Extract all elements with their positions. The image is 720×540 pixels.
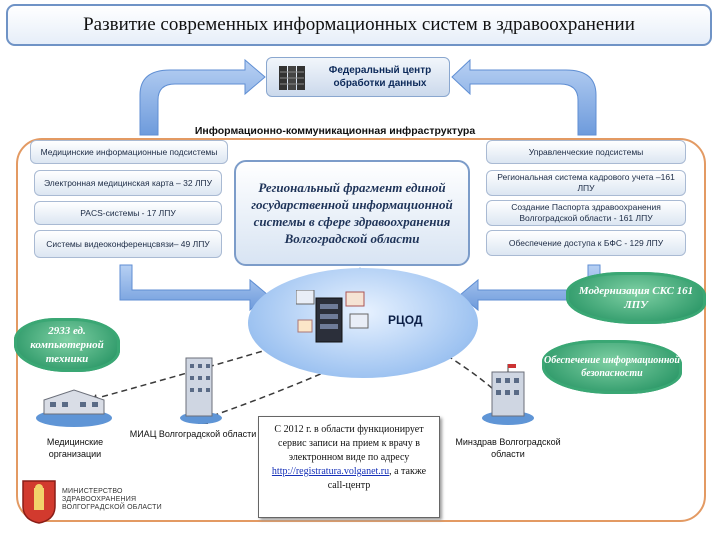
minzdrav-building-icon: [482, 364, 534, 425]
right-item-hr: Региональная система кадрового учета –16…: [486, 170, 686, 196]
volgograd-coat-of-arms-logo: [22, 480, 56, 524]
ministry-line-1: МИНИСТЕРСТВО: [62, 488, 123, 495]
right-item-hr-text: Региональная система кадрового учета –16…: [497, 172, 675, 193]
arrow-left-in: [119, 264, 269, 312]
left-item-vks-text: Системы видеоконференцсвязи– 49 ЛПУ: [46, 238, 210, 249]
left-item-pacs-text: PACS-системы - 17 ЛПУ: [80, 207, 176, 218]
arrow-left-up: [139, 58, 266, 136]
server-icon: [279, 66, 305, 90]
mgmt-subsystems-header-text: Управленческие подсистемы: [528, 146, 644, 157]
ministry-caption: МИНИСТЕРСТВО ЗДРАВООХРАНЕНИЯ ВОЛГОГРАДСК…: [62, 488, 162, 512]
node-miac-label: МИАЦ Волгоградской области: [129, 429, 257, 439]
page-title-text: Развитие современных информационных сист…: [83, 14, 635, 35]
hospital-building-icon: [36, 389, 112, 427]
ministry-line-3: ВОЛГОГРАДСКОЙ ОБЛАСТИ: [62, 504, 162, 511]
page-title: Развитие современных информационных сист…: [6, 4, 712, 46]
node-med-orgs-label: Медицинские организации: [46, 437, 104, 459]
registratura-link[interactable]: http://registratura.volganet.ru: [271, 466, 390, 477]
med-subsystems-header-text: Медицинские информационные подсистемы: [40, 146, 218, 157]
infrastructure-label: Информационно-коммуникационная инфрастру…: [170, 125, 500, 137]
arrow-right-down: [451, 58, 597, 136]
right-item-bfs-text: Обеспечение доступа к БФС - 129 ЛПУ: [508, 237, 664, 248]
cloud-security-text: Обеспечение информационной безопасности: [544, 355, 680, 379]
right-item-bfs: Обеспечение доступа к БФС - 129 ЛПУ: [486, 230, 686, 256]
med-subsystems-header: Медицинские информационные подсистемы: [30, 140, 228, 164]
ministry-line-2: ЗДРАВООХРАНЕНИЯ: [62, 496, 137, 503]
left-item-emr: Электронная медицинская карта – 32 ЛПУ: [34, 170, 222, 196]
note-tail: , а также call-центр: [327, 466, 427, 491]
cloud-modernization-text: Модернизация СКС 161 ЛПУ: [578, 285, 694, 311]
right-item-passport-text: Создание Паспорта здравоохранения Волгог…: [511, 202, 661, 223]
left-item-pacs: PACS-системы - 17 ЛПУ: [34, 201, 222, 225]
data-center-equipment-icon: [296, 290, 369, 343]
mgmt-subsystems-header: Управленческие подсистемы: [486, 140, 686, 164]
federal-center-label: Федеральный центр обработки данных: [328, 65, 432, 89]
miac-building-icon: [180, 357, 222, 424]
rcod-label: РЦОД: [388, 313, 423, 327]
regional-fragment-text: Региональный фрагмент единой государстве…: [251, 180, 453, 246]
node-minzdrav-label: Минздрав Волгоградской области: [455, 437, 561, 459]
cloud-computers: 2933 ед. компьютерной техники: [14, 318, 120, 372]
cloud-computers-text: 2933 ед. компьютерной техники: [30, 325, 104, 365]
cloud-modernization: Модернизация СКС 161 ЛПУ: [566, 272, 706, 324]
note-text: С 2012 г. в области функционирует сервис…: [274, 424, 424, 463]
regional-fragment-box: Региональный фрагмент единой государстве…: [234, 160, 470, 266]
right-item-passport: Создание Паспорта здравоохранения Волгог…: [486, 200, 686, 226]
federal-data-center-box: Федеральный центр обработки данных: [266, 57, 450, 97]
left-item-emr-text: Электронная медицинская карта – 32 ЛПУ: [43, 177, 213, 188]
registration-note: С 2012 г. в области функционирует сервис…: [258, 416, 440, 518]
cloud-security: Обеспечение информационной безопасности: [542, 340, 682, 394]
left-item-vks: Системы видеоконференцсвязи– 49 ЛПУ: [34, 230, 222, 258]
